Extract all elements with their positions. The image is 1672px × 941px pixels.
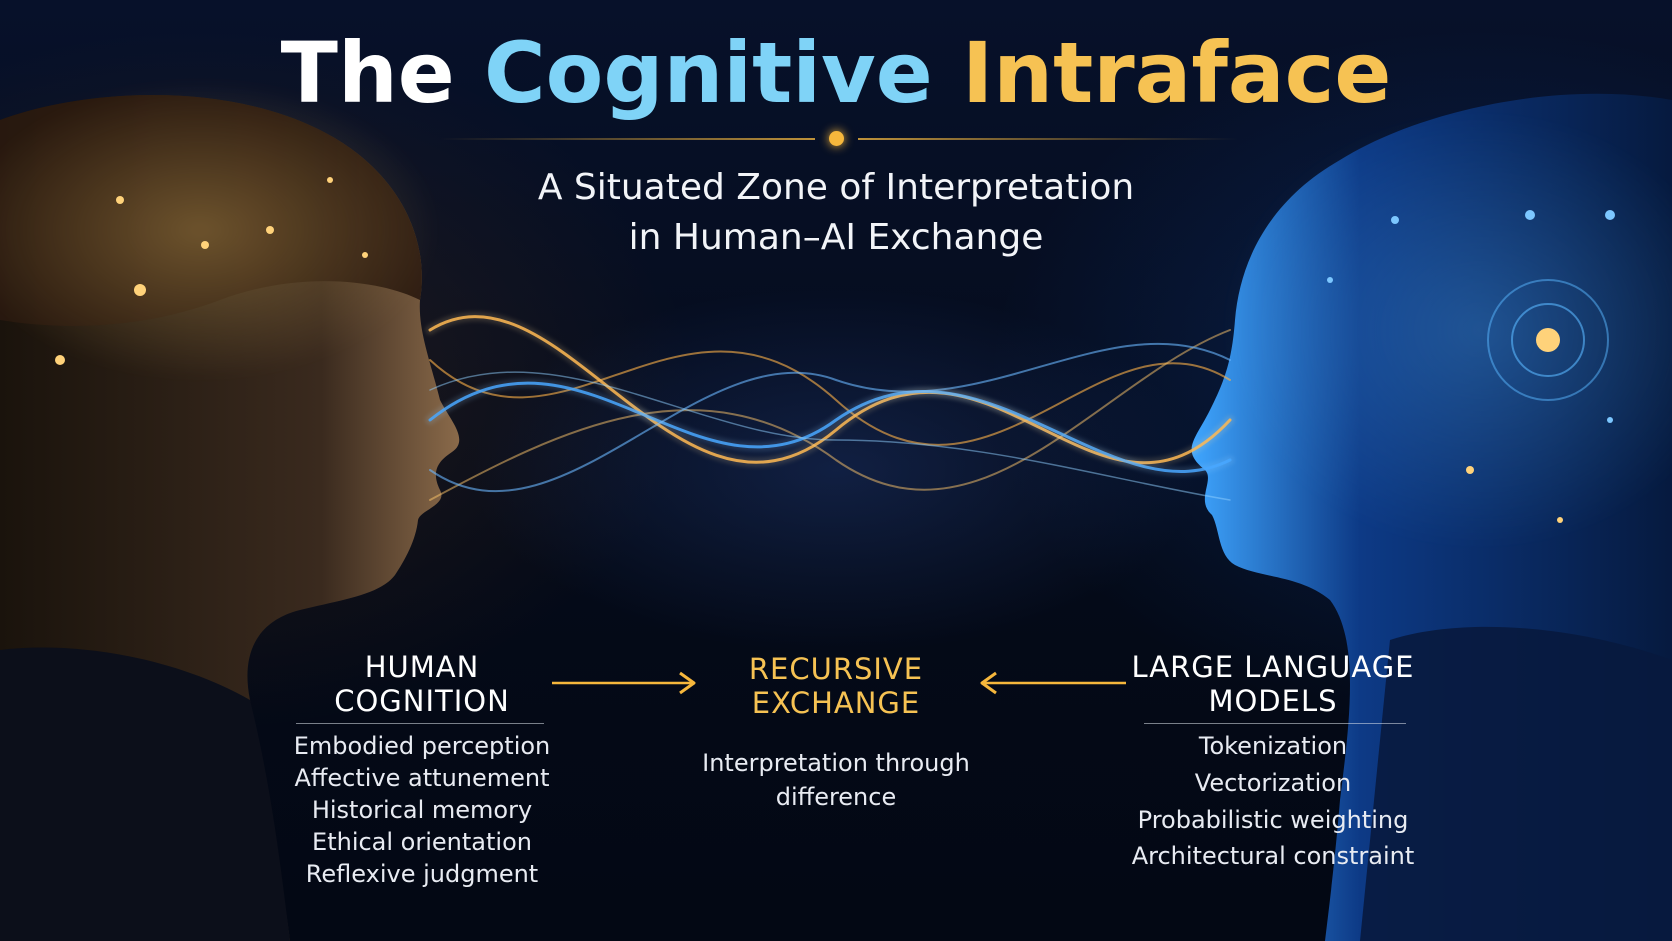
human-cognition-heading-line-1: HUMAN [364,650,480,684]
human-head-silhouette [0,80,460,941]
arrow-right-icon [552,671,696,695]
subtitle-line-1: A Situated Zone of Interpretation [537,167,1135,208]
human-item-1: Embodied perception [293,732,551,760]
llm-heading-line-1: LARGE LANGUAGE [1131,650,1415,684]
recursive-exchange-heading-line-1: RECURSIVE [748,652,924,686]
neural-nodes [55,177,1615,523]
dot-icon [829,131,844,146]
title-divider-left [440,138,815,140]
recursive-exchange-description-line-1: Interpretation through [702,749,970,777]
ai-head-silhouette [1191,93,1672,941]
human-cognition-heading-line-2: COGNITION [334,684,510,718]
llm-item-2: Vectorization [1194,769,1352,797]
llm-item-3: Probabilistic weighting [1137,806,1409,834]
title-word-cognitive: Cognitive [484,24,933,122]
recursive-exchange-heading-line-2: EXCHANGE [751,686,921,720]
human-item-4: Ethical orientation [312,828,532,856]
title-divider-right [858,138,1238,140]
llm-heading-line-2: MODELS [1208,684,1338,718]
human-item-5: Reflexive judgment [305,860,539,888]
llm-item-4: Architectural constraint [1131,842,1415,870]
exchange-waves [425,312,1235,501]
llm-item-1: Tokenization [1198,732,1348,760]
human-heading-rule [296,723,544,724]
subtitle-line-2: in Human–AI Exchange [628,217,1044,258]
title-word-intraface: Intraface [962,24,1392,122]
human-item-2: Affective attunement [294,764,550,792]
arrow-left-icon [980,671,1126,695]
human-item-3: Historical memory [311,796,533,824]
recursive-exchange-description-line-2: difference [775,783,897,811]
title-word-the: The [280,24,455,122]
page-title: The Cognitive Intraface [0,18,1672,128]
llm-heading-rule [1144,723,1406,724]
